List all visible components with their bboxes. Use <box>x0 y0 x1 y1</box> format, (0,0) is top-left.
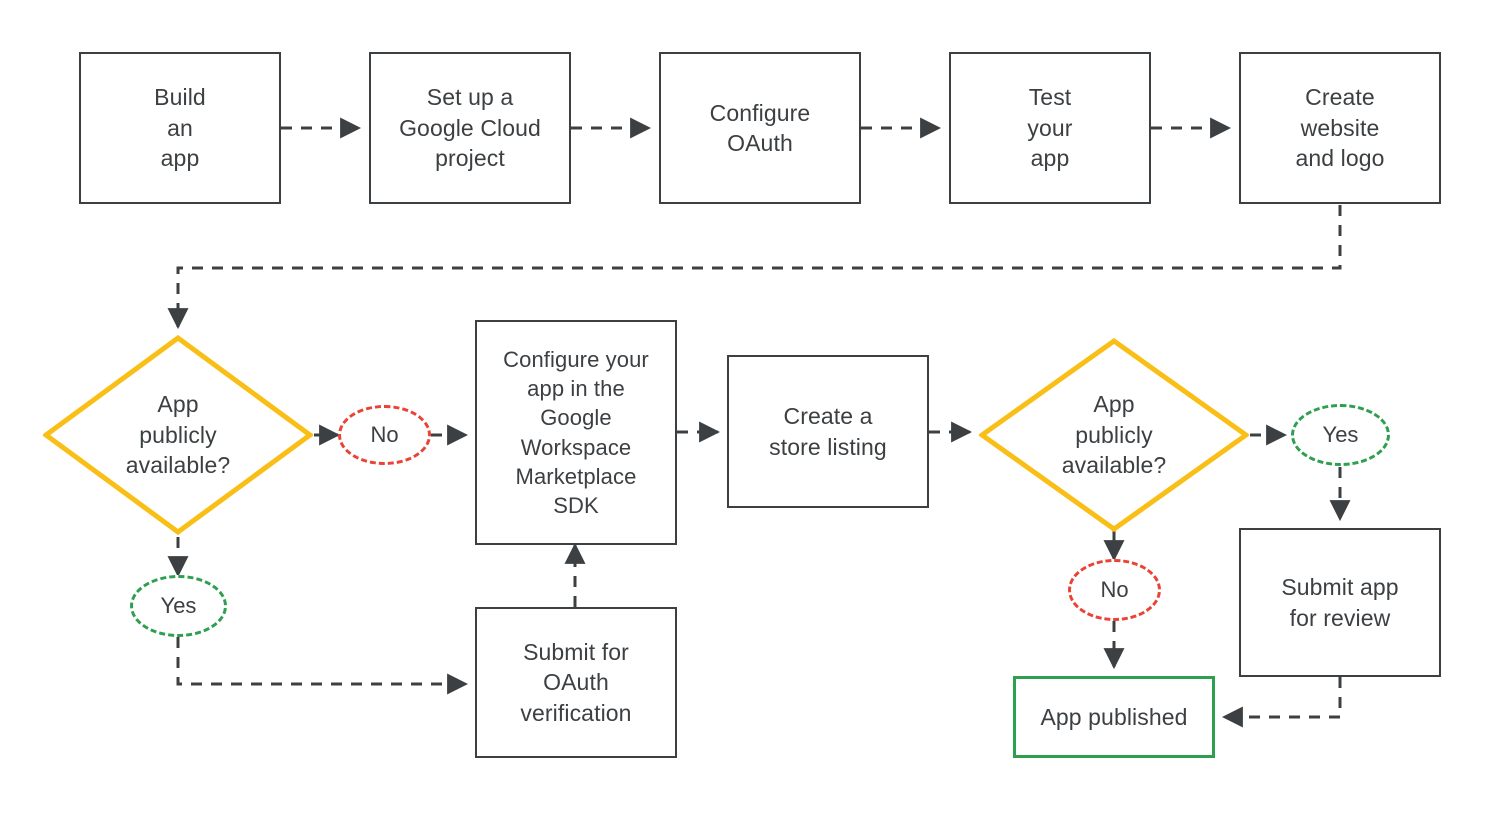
node-set-up-google-cloud-project[interactable]: Set up a Google Cloud project <box>369 52 571 204</box>
edge-label-decision1-yes: Yes <box>130 575 227 637</box>
edge-label-decision1-no: No <box>338 405 431 465</box>
node-label: Build an app <box>154 84 206 172</box>
node-app-published[interactable]: App published <box>1013 676 1215 758</box>
node-test-your-app[interactable]: Test your app <box>949 52 1151 204</box>
edge-review-to-published <box>1221 677 1342 728</box>
edge-label-decision2-yes: Yes <box>1291 404 1390 466</box>
node-create-a-store-listing[interactable]: Create a store listing <box>727 355 929 508</box>
node-create-website-and-logo[interactable]: Create website and logo <box>1239 52 1441 204</box>
node-submit-for-oauth-verification[interactable]: Submit for OAuth verification <box>475 607 677 758</box>
node-label: Create website and logo <box>1295 84 1385 172</box>
node-label: Submit app for review <box>1281 574 1399 631</box>
diamond-shape <box>43 335 313 535</box>
node-label: Test your app <box>1027 84 1073 172</box>
node-label: App published <box>1040 703 1188 730</box>
node-label: Submit for OAuth verification <box>520 638 632 726</box>
node-label: Configure your app in the Google Workspa… <box>503 347 649 518</box>
node-decision-app-publicly-available-1[interactable]: App publicly available? <box>43 335 313 535</box>
node-label: App publicly available? <box>1061 391 1167 479</box>
node-build-an-app[interactable]: Build an app <box>79 52 281 204</box>
node-label: Configure OAuth <box>709 99 811 156</box>
node-label: App publicly available? <box>125 391 231 479</box>
edge-label-text: No <box>1100 577 1129 602</box>
edge-yes-pill-to-oauth-verif <box>176 637 469 695</box>
node-configure-oauth[interactable]: Configure OAuth <box>659 52 861 204</box>
node-submit-app-for-review[interactable]: Submit app for review <box>1239 528 1441 677</box>
node-label: Set up a Google Cloud project <box>399 84 541 172</box>
diamond-shape <box>979 338 1249 532</box>
edge-website-to-decision1 <box>167 205 1342 330</box>
edge-label-text: Yes <box>1322 422 1359 447</box>
edge-label-text: Yes <box>160 593 197 618</box>
node-configure-app-in-marketplace-sdk[interactable]: Configure your app in the Google Workspa… <box>475 320 677 545</box>
node-decision-app-publicly-available-2[interactable]: App publicly available? <box>979 338 1249 532</box>
edge-label-text: No <box>370 422 399 447</box>
edge-label-decision2-no: No <box>1068 559 1161 621</box>
node-label: Create a store listing <box>769 403 887 460</box>
